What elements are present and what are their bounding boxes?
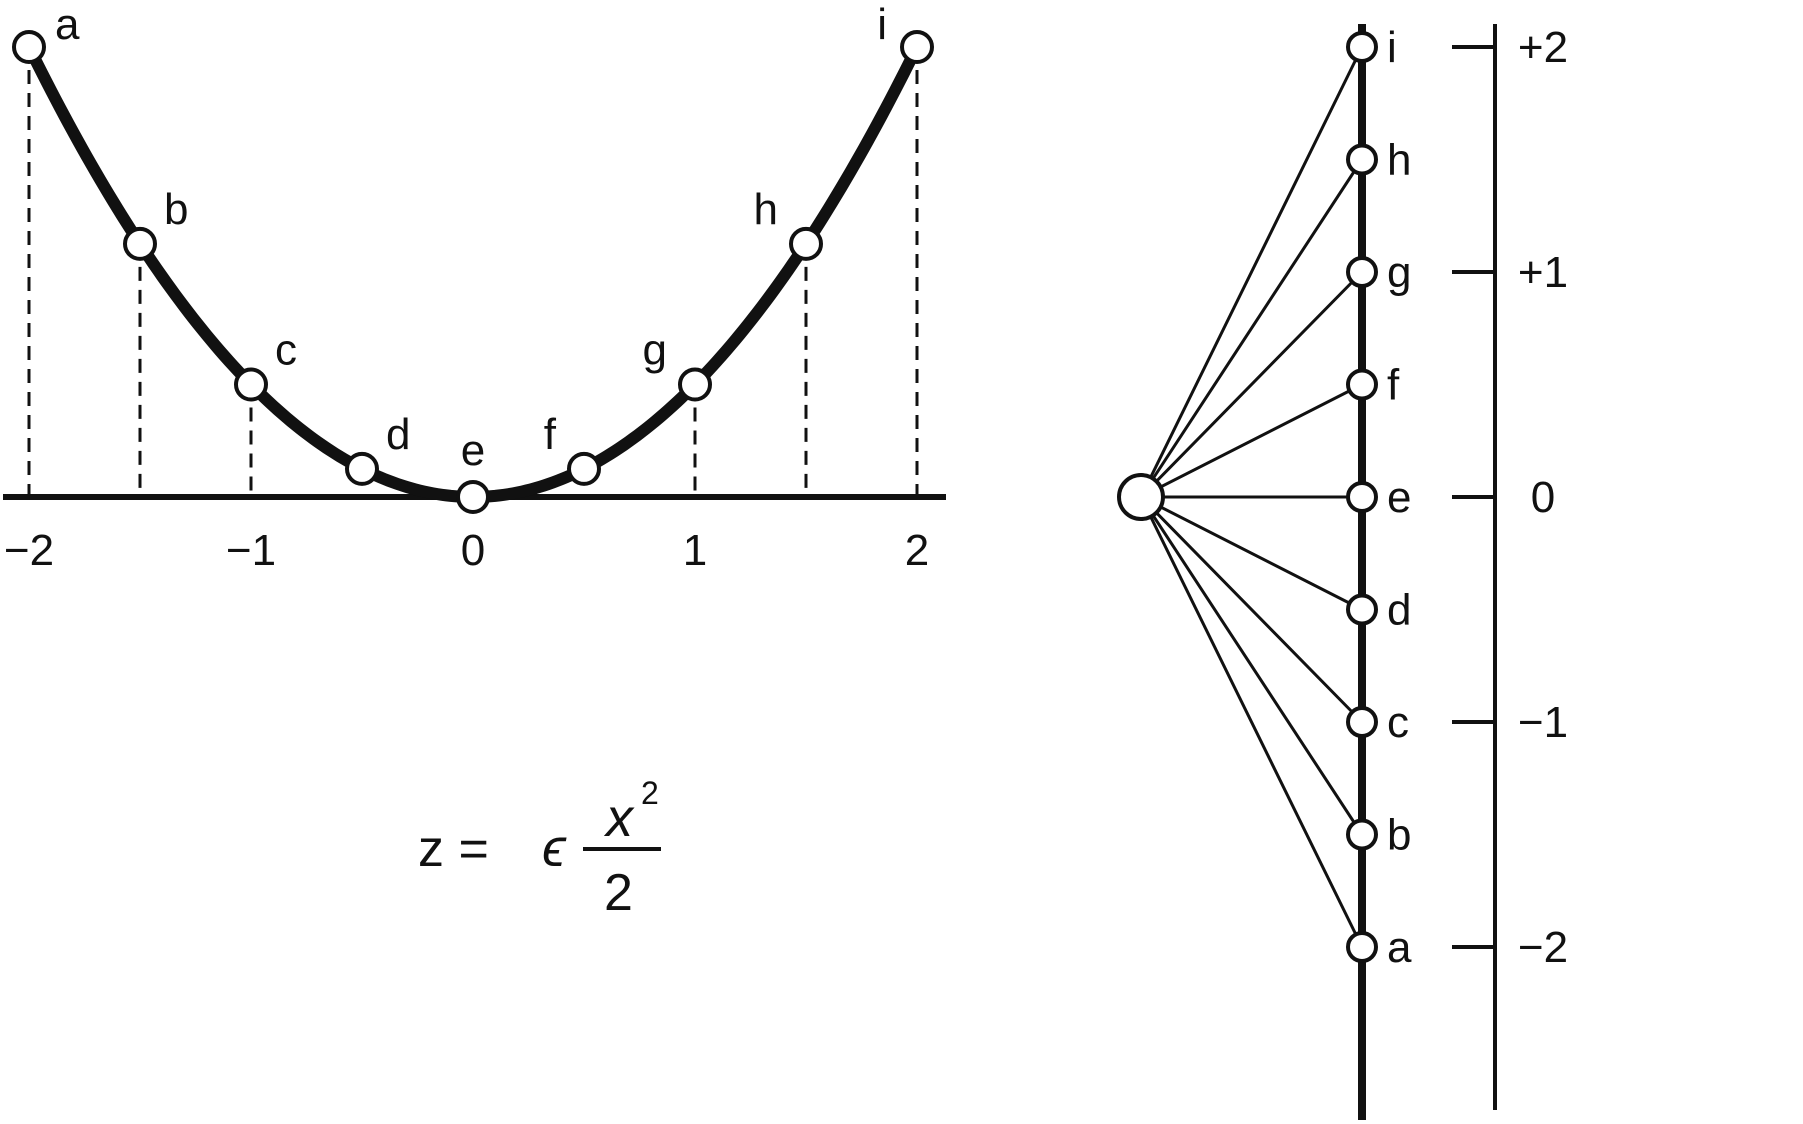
ladder-node bbox=[1346, 368, 1378, 401]
scale-tick-label: +1 bbox=[1518, 248, 1568, 297]
drop-lines bbox=[27, 47, 919, 497]
formula-lhs: z = bbox=[418, 820, 489, 878]
fan-line bbox=[1140, 383, 1363, 499]
ladder-node-label: g bbox=[1387, 248, 1411, 297]
ladder-node bbox=[1346, 481, 1378, 513]
scale-tick-label: 0 bbox=[1531, 473, 1555, 522]
scale-tick-label: +2 bbox=[1518, 23, 1568, 72]
x-tick-label: −1 bbox=[226, 526, 276, 575]
curve-node-label: f bbox=[544, 410, 557, 459]
fan-line bbox=[1139, 495, 1364, 724]
curve-node bbox=[123, 226, 157, 261]
curve-node bbox=[900, 30, 934, 64]
curve-node-label: g bbox=[643, 326, 667, 375]
x-tick-label: 2 bbox=[905, 526, 929, 575]
formula-denominator: 2 bbox=[604, 864, 633, 922]
formula: z = ϵ x 2 2 bbox=[418, 775, 661, 922]
curve-nodes bbox=[12, 30, 934, 514]
curve-node-label: c bbox=[275, 326, 297, 375]
ladder-nodes bbox=[1346, 31, 1378, 963]
curve-node-label: h bbox=[754, 185, 778, 234]
ladder-node-label: d bbox=[1387, 586, 1411, 635]
parabola-panel: a b c d e f g h i −2 −1 0 1 2 bbox=[3, 0, 946, 575]
x-tick-label: −2 bbox=[4, 526, 54, 575]
x-tick-labels: −2 −1 0 1 2 bbox=[4, 526, 929, 575]
ladder-node-label: b bbox=[1387, 811, 1411, 860]
formula-exponent: 2 bbox=[641, 775, 659, 811]
ladder-node-label: i bbox=[1387, 23, 1397, 72]
ladder-node bbox=[1346, 143, 1378, 176]
curve-node bbox=[567, 451, 601, 486]
scale-tick-label: −2 bbox=[1518, 923, 1568, 972]
ladder-node-label: e bbox=[1387, 473, 1411, 522]
curve-node bbox=[456, 480, 490, 514]
curve-node bbox=[234, 367, 268, 402]
fan-line bbox=[1139, 496, 1364, 948]
ladder-node-label: c bbox=[1387, 698, 1409, 747]
hub-node bbox=[1117, 473, 1165, 521]
curve-node-label: d bbox=[386, 410, 410, 459]
curve-node-label: b bbox=[164, 185, 188, 234]
ladder-node bbox=[1346, 256, 1378, 288]
curve-node bbox=[789, 226, 823, 261]
curve-node bbox=[12, 30, 46, 64]
curve-node-label: e bbox=[461, 426, 485, 475]
fan-line bbox=[1139, 496, 1364, 836]
fan-line bbox=[1139, 158, 1364, 498]
fan-line bbox=[1139, 46, 1364, 498]
ladder-node-labels: a b c d e f g h i bbox=[1387, 23, 1412, 972]
curve-node bbox=[678, 367, 712, 402]
curve-node bbox=[345, 451, 379, 486]
ladder-node bbox=[1346, 31, 1378, 63]
fan-lines bbox=[1139, 46, 1364, 948]
ladder-node bbox=[1346, 818, 1378, 851]
curve-node-labels: a b c d e f g h i bbox=[55, 0, 887, 475]
ladder-node-label: a bbox=[1387, 923, 1412, 972]
scale-tick-label: −1 bbox=[1518, 698, 1568, 747]
curve-node-label: a bbox=[55, 0, 80, 49]
formula-numerator-var: x bbox=[603, 788, 635, 848]
ladder-node-label: f bbox=[1387, 361, 1400, 410]
ladder-panel: a b c d e f g h i +2 +1 0 −1 −2 bbox=[1117, 23, 1568, 1120]
ladder-node bbox=[1346, 593, 1378, 626]
ladder-node bbox=[1346, 931, 1378, 963]
ladder-node-label: h bbox=[1387, 136, 1411, 185]
formula-epsilon: ϵ bbox=[542, 818, 567, 878]
fan-line bbox=[1140, 495, 1363, 611]
fan-line bbox=[1139, 270, 1364, 499]
x-tick-label: 1 bbox=[683, 526, 707, 575]
x-tick-label: 0 bbox=[461, 526, 485, 575]
scale-ticks: +2 +1 0 −1 −2 bbox=[1452, 23, 1568, 972]
curve-node-label: i bbox=[877, 0, 887, 49]
ladder-node bbox=[1346, 706, 1378, 738]
